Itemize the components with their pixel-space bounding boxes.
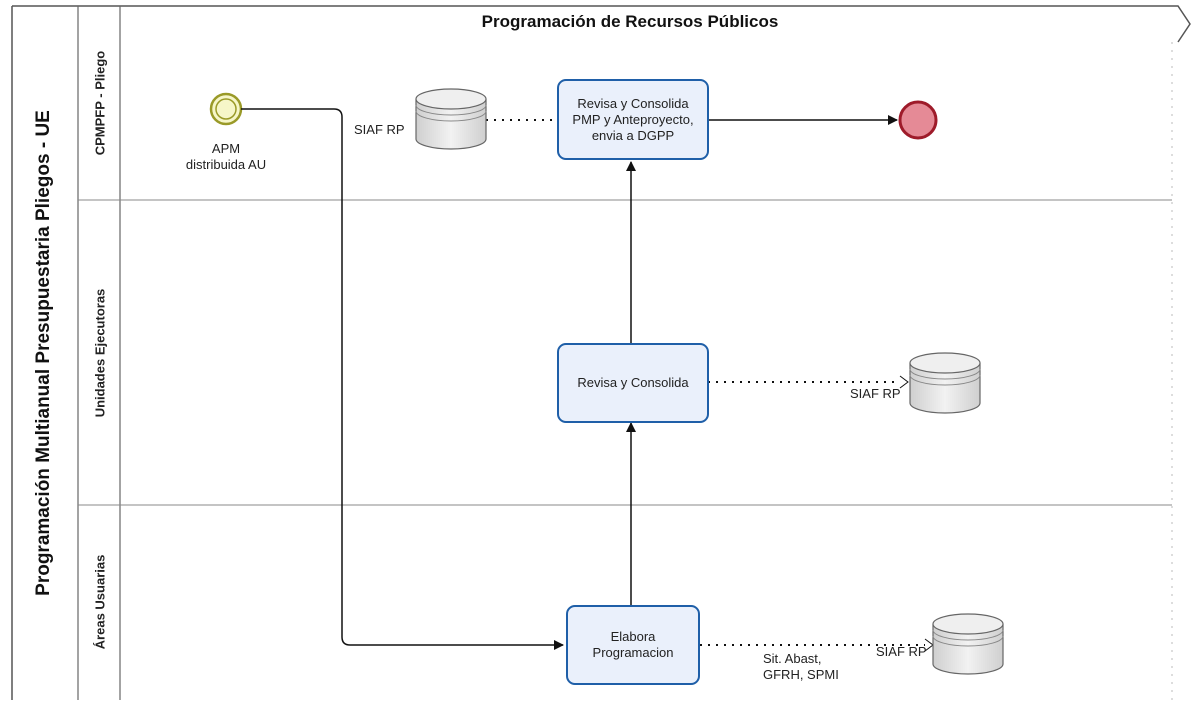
flow-start-to-elabora[interactable]	[241, 108, 564, 650]
start-event-inner	[215, 98, 237, 120]
start-event-label: APM distribuida AU	[170, 141, 282, 173]
data-store-bottom[interactable]	[932, 613, 1004, 675]
start-event-label-line1: APM	[211, 141, 241, 156]
association-middle-arrowhead	[899, 375, 909, 389]
task-revisa-consolida-pmp[interactable]: Revisa y Consolida PMP y Anteproyecto, e…	[557, 79, 709, 160]
task-elabora-programacion[interactable]: Elabora Programacion	[566, 605, 700, 685]
pool-label: Programación Multianual Presupuestaria P…	[33, 110, 54, 596]
lane-label-areas-usuarias: Áreas Usuarias	[92, 554, 108, 650]
end-event[interactable]	[898, 100, 938, 140]
data-store-middle-label: SIAF RP	[850, 386, 901, 401]
start-event-label-line2: distribuida AU	[185, 157, 267, 172]
pool-border	[11, 5, 1191, 700]
data-store-middle[interactable]	[909, 352, 981, 414]
lane-label-cpmpfp: CPMPFP - Pliego	[92, 50, 108, 156]
bottom-annotation-line1: Sit. Abast,	[763, 651, 822, 666]
task-revisa-consolida[interactable]: Revisa y Consolida	[557, 343, 709, 423]
diagram-title: Programación de Recursos Públicos	[481, 12, 779, 31]
data-store-top-label: SIAF RP	[354, 122, 405, 137]
lane-label-unidades-ejecutoras: Unidades Ejecutoras	[92, 288, 108, 418]
data-store-top[interactable]	[415, 88, 487, 150]
bottom-annotation: Sit. Abast, GFRH, SPMI	[763, 651, 839, 683]
bottom-annotation-line2: GFRH, SPMI	[763, 667, 839, 682]
data-store-bottom-label: SIAF RP	[876, 644, 927, 659]
